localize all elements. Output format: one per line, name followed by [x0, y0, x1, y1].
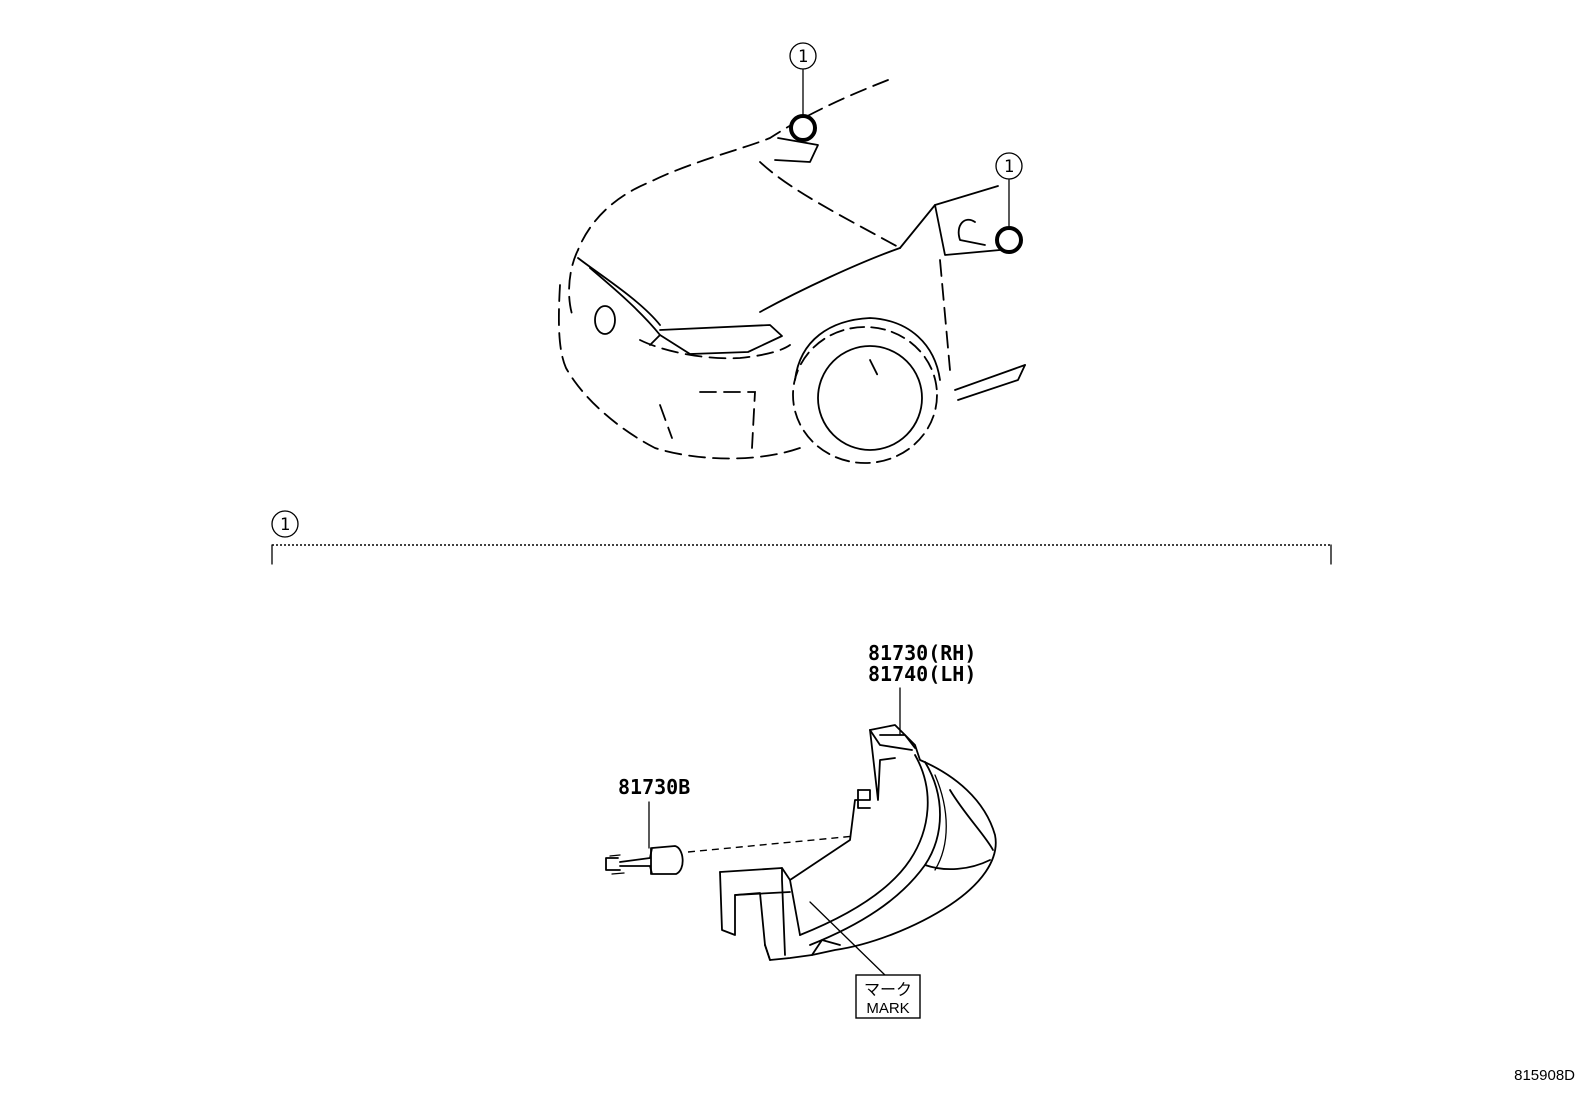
bulb-81730b — [605, 845, 684, 875]
location-marker-hood — [789, 114, 817, 142]
mark-label-en: MARK — [866, 1000, 909, 1017]
section-callout-label: 1 — [280, 515, 290, 535]
part-number-81730-rh: 81730(RH) — [868, 641, 976, 665]
vehicle-front-view — [558, 69, 1026, 464]
callout-1-hood-label: 1 — [798, 47, 808, 67]
callout-1-fender-label: 1 — [1004, 157, 1014, 177]
part-number-81730b: 81730B — [618, 775, 690, 799]
mark-callout: マーク MARK — [855, 974, 921, 1019]
bulb-insert-guide — [687, 835, 856, 853]
callout-1-fender: 1 — [995, 152, 1023, 180]
section-bracket: 1 — [271, 510, 1332, 565]
location-marker-fender — [995, 226, 1023, 254]
part-number-81740-lh: 81740(LH) — [868, 662, 976, 686]
side-turn-lamp-assembly — [719, 724, 997, 961]
drawing-code: 815908D — [1514, 1067, 1575, 1084]
mark-label-jp: マーク — [864, 981, 912, 999]
callout-1-hood: 1 — [789, 42, 817, 70]
